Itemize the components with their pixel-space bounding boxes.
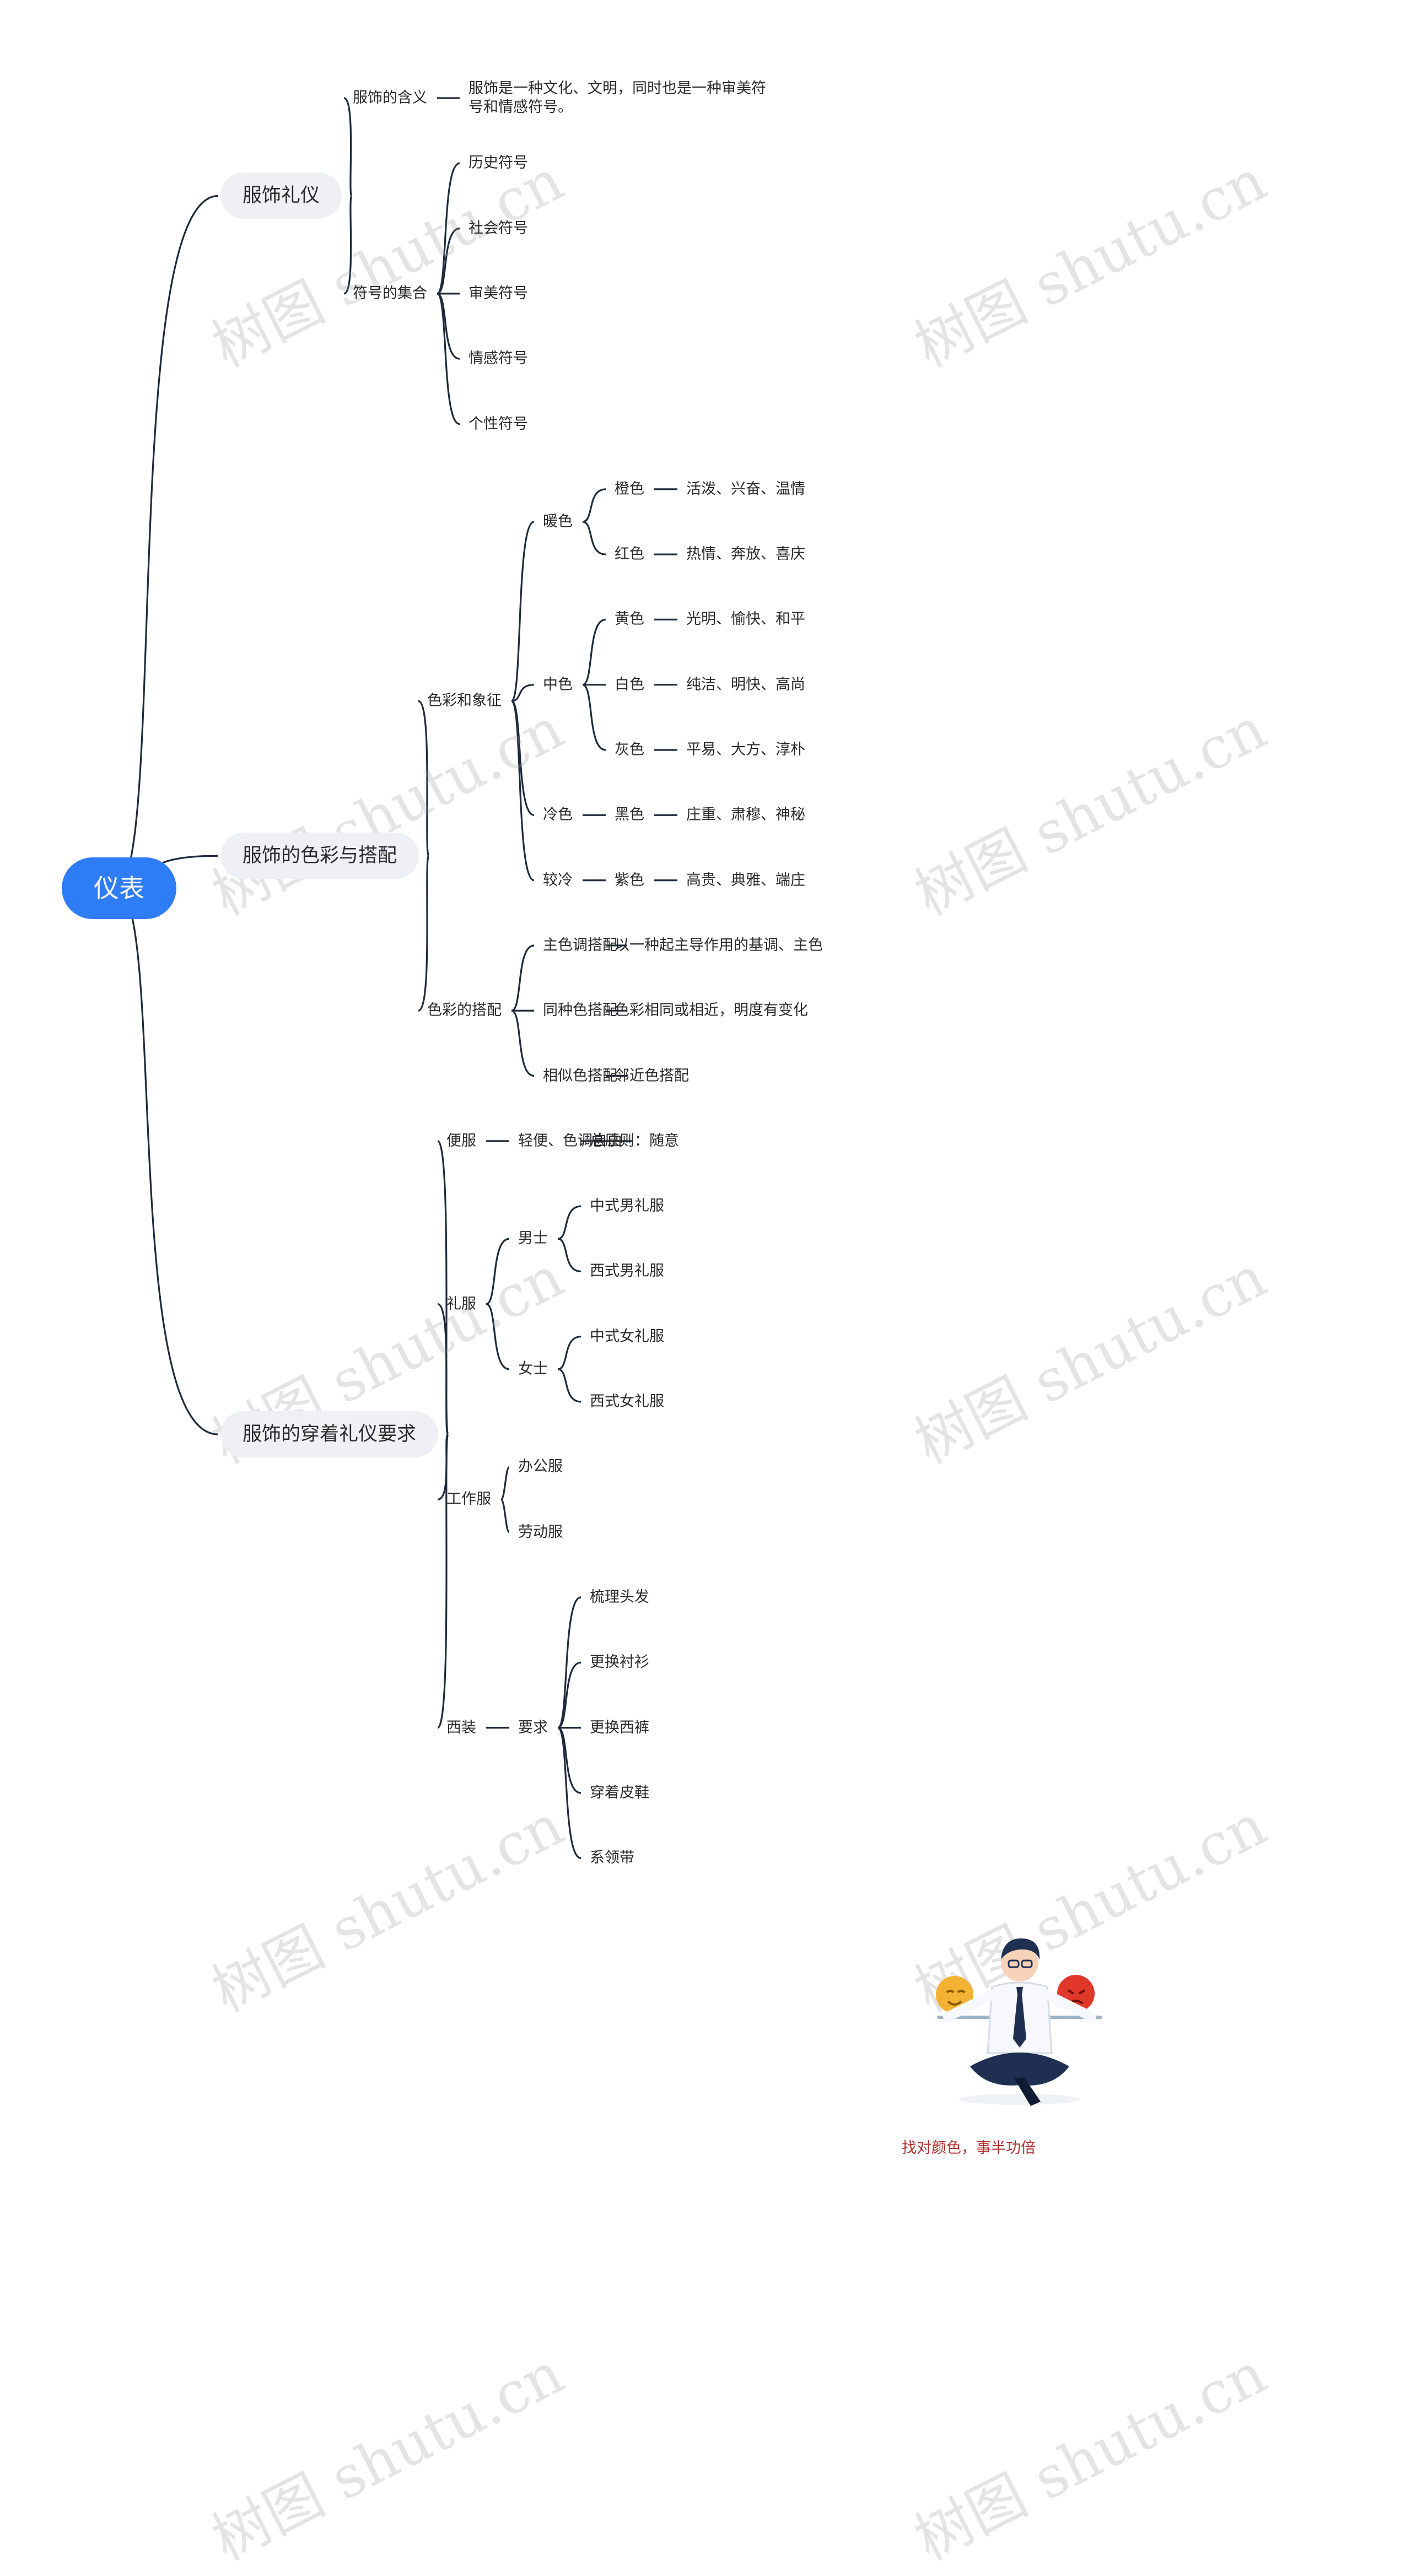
topic-node[interactable]: 红色: [615, 545, 644, 564]
connector-line: [558, 1662, 581, 1727]
topic-node[interactable]: 色彩的搭配: [427, 1001, 502, 1020]
topic-node[interactable]: 劳动服: [518, 1523, 563, 1542]
topic-node[interactable]: 色彩和象征: [427, 692, 502, 710]
topic-node[interactable]: 邻近色搭配: [615, 1067, 689, 1086]
topic-node[interactable]: 审美符号: [468, 284, 528, 303]
connector-line: [437, 294, 460, 359]
topic-node[interactable]: 穿着皮鞋: [590, 1784, 649, 1802]
topic-node[interactable]: 梳理头发: [590, 1588, 649, 1607]
topic-node[interactable]: 中式男礼服: [590, 1197, 664, 1216]
connector-line: [511, 522, 534, 701]
topic-node[interactable]: 暖色: [543, 512, 573, 531]
illustration-caption: 找对颜色，事半功倍: [902, 2136, 1036, 2157]
topic-node[interactable]: 办公服: [518, 1457, 563, 1476]
topic-node[interactable]: 中色: [543, 676, 573, 694]
topic-node[interactable]: 冷色: [543, 806, 573, 824]
topic-node[interactable]: 更换西裤: [590, 1719, 649, 1737]
connector-line: [583, 489, 606, 522]
topic-node[interactable]: 光明、愉快、和平: [686, 610, 805, 629]
topic-node[interactable]: 黄色: [615, 610, 644, 629]
topic-node[interactable]: 历史符号: [468, 154, 528, 172]
connector-line: [583, 619, 606, 684]
topic-node[interactable]: 热情、奔放、喜庆: [686, 545, 805, 564]
topic-node[interactable]: 中式女礼服: [590, 1327, 664, 1346]
topic-node[interactable]: 主色调搭配: [543, 936, 617, 955]
topic-node[interactable]: 高贵、典雅、端庄: [686, 871, 805, 890]
topic-node[interactable]: 服饰的含义: [353, 89, 427, 107]
topic-node[interactable]: 女士: [518, 1360, 548, 1379]
connector-line: [583, 685, 606, 750]
topic-node[interactable]: 紫色: [615, 871, 644, 890]
branch-node[interactable]: 服饰礼仪: [220, 172, 342, 219]
topic-node[interactable]: 活泼、兴奋、温情: [686, 480, 805, 499]
connector-line: [438, 1434, 448, 1727]
topic-node[interactable]: 个性符号: [468, 415, 528, 434]
connector-line: [501, 1499, 509, 1532]
branch-node[interactable]: 服饰的穿着礼仪要求: [220, 1411, 438, 1457]
connector-line: [558, 1206, 581, 1239]
topic-node[interactable]: 西式女礼服: [590, 1392, 664, 1411]
connector-line: [418, 856, 429, 1011]
topic-node[interactable]: 工作服: [446, 1490, 491, 1509]
topic-node[interactable]: 同种色搭配: [543, 1001, 617, 1020]
connector-line: [558, 1369, 581, 1402]
topic-node[interactable]: 情感符号: [468, 349, 528, 368]
topic-node[interactable]: 白色: [615, 676, 644, 694]
topic-node[interactable]: 平易、大方、淳朴: [686, 741, 805, 759]
topic-node[interactable]: 黑色: [615, 806, 644, 824]
connector-line: [116, 888, 218, 1434]
topic-node[interactable]: 相似色搭配: [543, 1067, 617, 1086]
connector-line: [511, 1011, 534, 1076]
topic-node[interactable]: 西式男礼服: [590, 1262, 664, 1281]
connector-line: [501, 1467, 509, 1499]
topic-node[interactable]: 以一种起主导作用的基调、主色: [615, 936, 823, 955]
businessman-balance-illustration: [931, 1934, 1108, 2116]
topic-node[interactable]: 灰色: [615, 741, 644, 759]
topic-node[interactable]: 总原则：随意: [590, 1132, 679, 1151]
topic-node[interactable]: 系领带: [590, 1849, 634, 1867]
connector-line: [558, 1728, 581, 1793]
connector-line: [558, 1337, 581, 1369]
branch-node[interactable]: 服饰的色彩与搭配: [220, 833, 419, 879]
topic-node[interactable]: 礼服: [446, 1295, 476, 1314]
topic-node[interactable]: 符号的集合: [353, 284, 427, 303]
topic-node[interactable]: 色彩相同或相近，明度有变化: [615, 1001, 808, 1020]
topic-node[interactable]: 庄重、肃穆、神秘: [686, 806, 805, 824]
connector-line: [558, 1239, 581, 1271]
topic-node[interactable]: 更换衬衫: [590, 1653, 649, 1672]
topic-node[interactable]: 要求: [518, 1719, 548, 1737]
topic-node[interactable]: 男士: [518, 1229, 548, 1248]
topic-node[interactable]: 较冷: [543, 871, 573, 890]
topic-node[interactable]: 橙色: [615, 480, 644, 499]
connector-line: [511, 946, 534, 1011]
connector-line: [583, 522, 606, 554]
topic-node[interactable]: 西装: [446, 1719, 476, 1737]
topic-node[interactable]: 纯洁、明快、高尚: [686, 676, 805, 694]
connector-line: [116, 196, 218, 888]
topic-node[interactable]: 服饰是一种文化、文明，同时也是一种审美符号和情感符号。: [468, 79, 774, 117]
root-node[interactable]: 仪表: [62, 857, 176, 919]
topic-node[interactable]: 便服: [446, 1132, 476, 1151]
topic-node[interactable]: 社会符号: [468, 219, 528, 238]
connector-line: [344, 98, 352, 196]
